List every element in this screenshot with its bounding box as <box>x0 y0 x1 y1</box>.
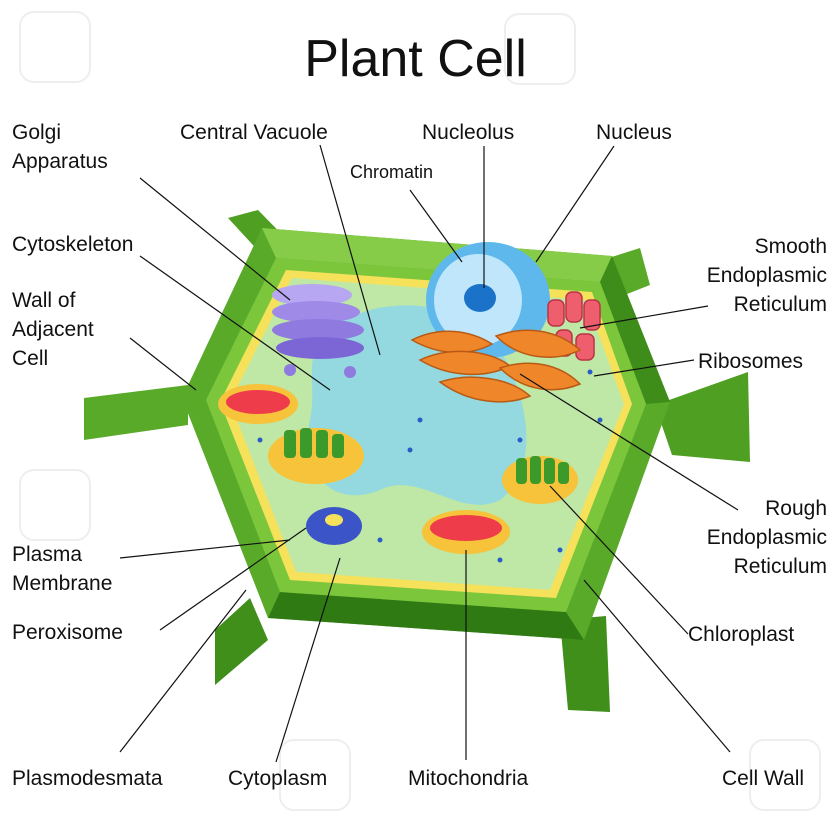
label-wall-of-adjacent-cell: Wall of Adjacent Cell <box>12 286 94 373</box>
label-smooth-er: Smooth Endoplasmic Reticulum <box>707 232 827 319</box>
label-plasmodesmata: Plasmodesmata <box>12 764 163 793</box>
diagram-title: Plant Cell <box>0 28 831 90</box>
nucleolus-body <box>464 284 496 312</box>
label-cytoskeleton: Cytoskeleton <box>12 230 133 259</box>
wall-arm-bottom-left <box>215 598 268 685</box>
label-golgi-apparatus: Golgi Apparatus <box>12 118 108 176</box>
leader-wall-adjacent <box>130 338 196 390</box>
label-rough-er: Rough Endoplasmic Reticulum <box>707 494 827 581</box>
label-cell-wall: Cell Wall <box>722 764 804 793</box>
label-cytoplasm: Cytoplasm <box>228 764 327 793</box>
label-chloroplast: Chloroplast <box>688 620 794 649</box>
label-nucleolus: Nucleolus <box>422 118 514 147</box>
label-mitochondria: Mitochondria <box>408 764 528 793</box>
wall-arm-left <box>84 385 188 440</box>
peroxisome <box>306 507 362 545</box>
leader-nucleus <box>536 146 614 262</box>
label-nucleus: Nucleus <box>596 118 672 147</box>
label-ribosomes: Ribosomes <box>698 347 803 376</box>
label-chromatin: Chromatin <box>350 158 433 187</box>
wall-arm-right <box>655 372 750 462</box>
label-peroxisome: Peroxisome <box>12 618 123 647</box>
label-golgi-text: Golgi Apparatus <box>12 121 108 173</box>
label-central-vacuole: Central Vacuole <box>180 118 328 147</box>
label-plasma-membrane: Plasma Membrane <box>12 540 112 598</box>
